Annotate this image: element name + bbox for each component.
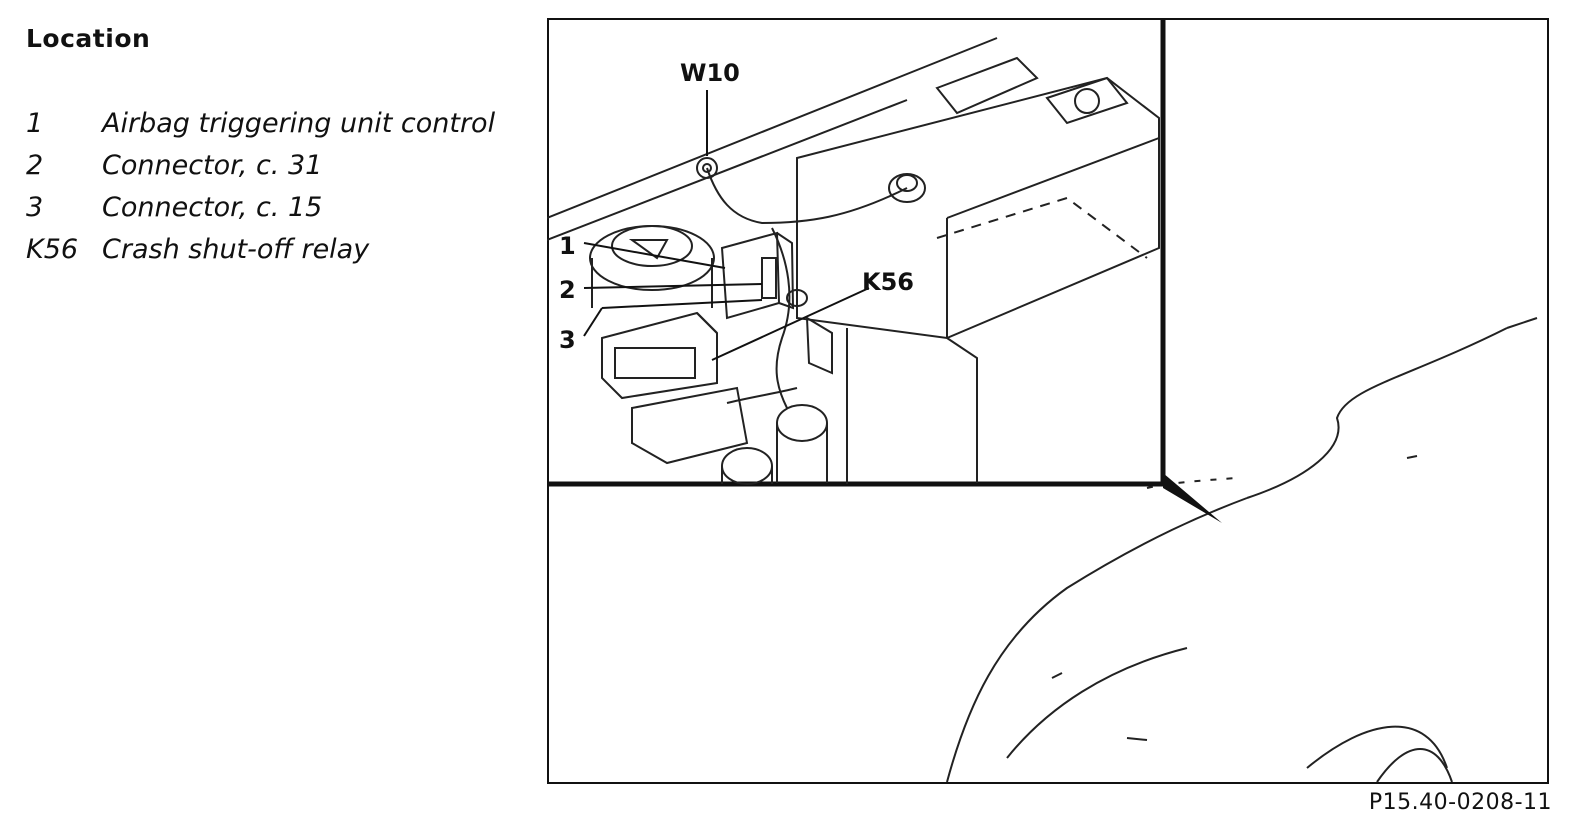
callout-1: 1 — [559, 232, 576, 260]
legend-key: 1 — [26, 108, 44, 139]
callout-3: 3 — [559, 326, 576, 354]
callout-k56: K56 — [862, 268, 914, 296]
engine-bay-detail — [547, 37, 1160, 485]
illustration-drawing: W10 1 2 3 K56 — [547, 18, 1549, 784]
legend-text: Crash shut-off relay — [102, 234, 370, 265]
legend-key: 3 — [26, 192, 44, 223]
legend-text: Connector, c. 31 — [102, 150, 323, 181]
callout-leaders — [583, 90, 870, 361]
callout-w10: W10 — [680, 59, 740, 87]
figure-frame — [547, 18, 1549, 784]
car-body-outline — [946, 317, 1538, 783]
legend-text: Airbag triggering unit control — [102, 108, 496, 139]
section-heading: Location — [26, 24, 151, 53]
legend-key: K56 — [26, 234, 79, 265]
legend-key: 2 — [26, 150, 44, 181]
inset-pointer — [1163, 473, 1222, 523]
callout-2: 2 — [559, 276, 576, 304]
legend-text: Connector, c. 15 — [102, 192, 323, 223]
engine-bay-illustration: W10 1 2 3 K56 — [547, 18, 1549, 784]
figure-id: P15.40-0208-11 — [1368, 790, 1552, 815]
